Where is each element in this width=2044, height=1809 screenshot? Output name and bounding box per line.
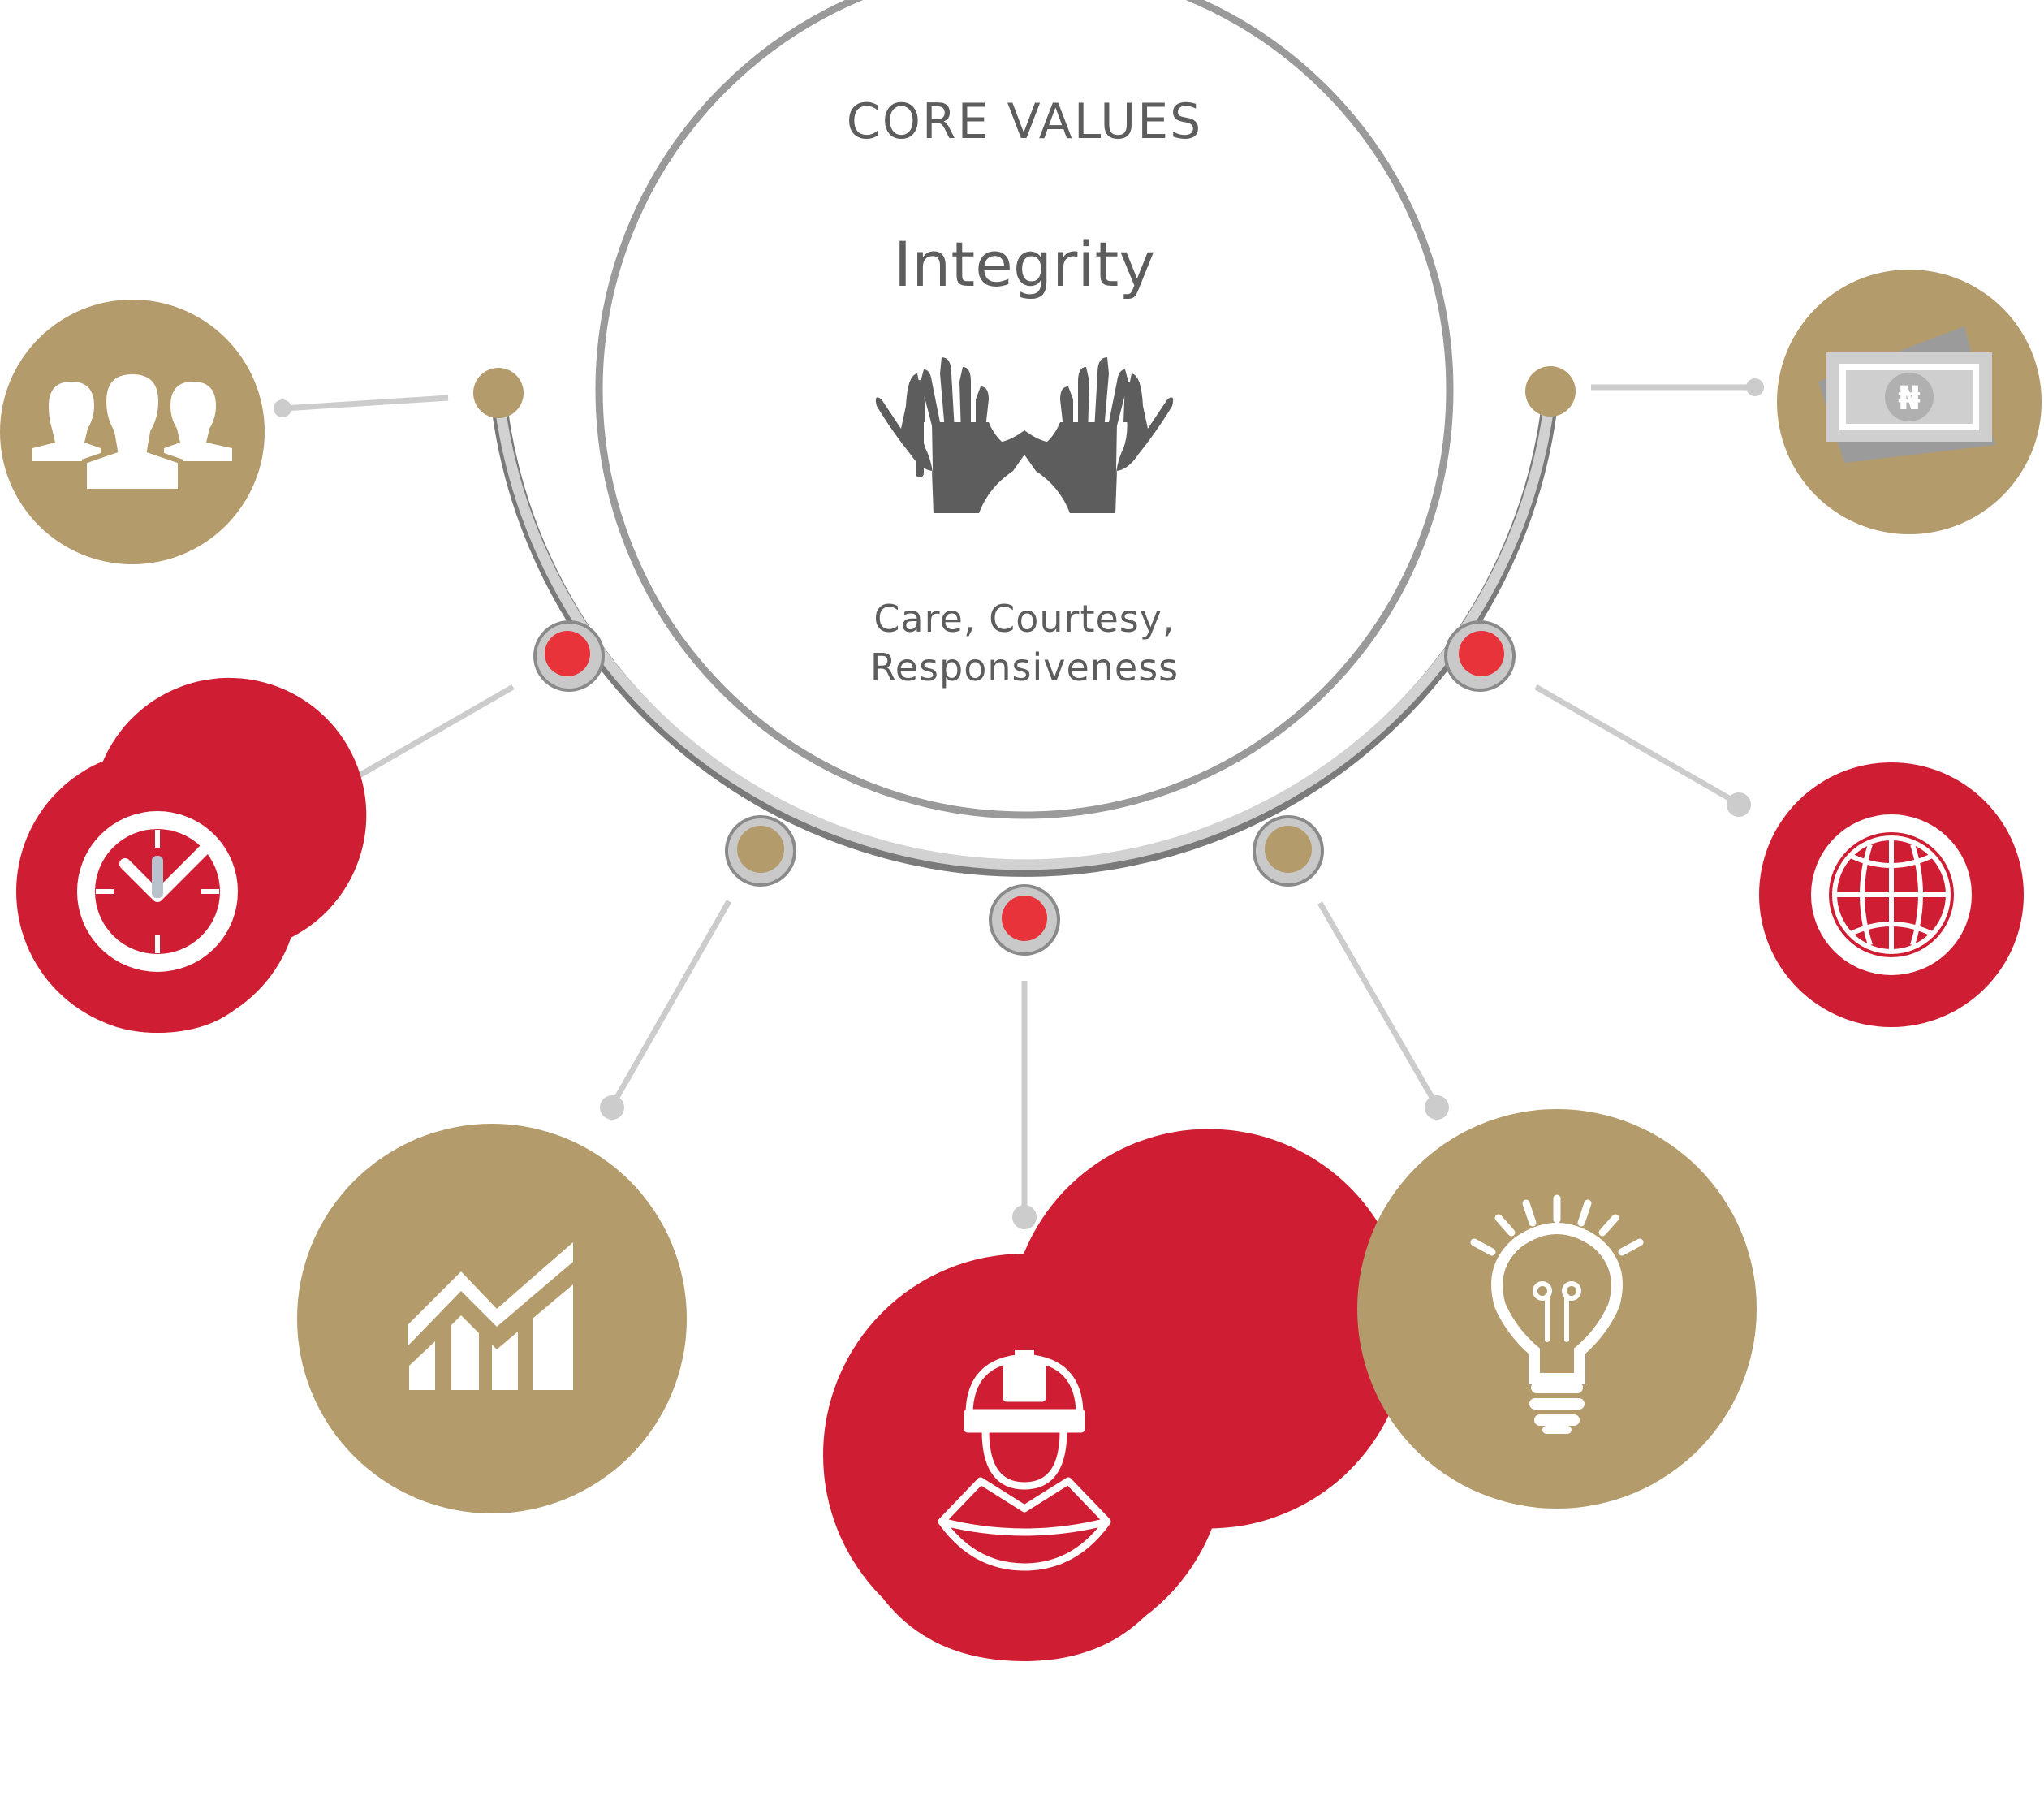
naira-banknote-icon: ₦ bbox=[1818, 326, 1995, 463]
clock-node[interactable] bbox=[16, 677, 367, 1033]
diagram-title: CORE VALUES bbox=[847, 93, 1202, 150]
growth-chart-icon bbox=[408, 1242, 573, 1390]
worker-helmet-icon bbox=[938, 1350, 1111, 1571]
arc-node-gold-top-right[interactable] bbox=[1525, 366, 1576, 417]
globe-node[interactable] bbox=[1759, 762, 2024, 1027]
value-name: Integrity bbox=[894, 228, 1156, 300]
arc-node-red-left[interactable] bbox=[533, 620, 605, 692]
worker-node[interactable] bbox=[823, 1129, 1409, 1661]
currency-symbol: ₦ bbox=[1898, 380, 1921, 417]
value-description-line2: Responsiveness bbox=[870, 645, 1179, 689]
team-icon bbox=[32, 369, 232, 494]
arc-node-gold-top-left[interactable] bbox=[473, 368, 524, 418]
clock-icon bbox=[77, 811, 238, 972]
arc-node-red-right[interactable] bbox=[1444, 620, 1516, 692]
arc-node-gold-lower-right[interactable] bbox=[1253, 815, 1324, 887]
team-node[interactable] bbox=[0, 300, 265, 564]
raised-hands-icon bbox=[875, 357, 1174, 513]
globe-icon bbox=[1811, 814, 1972, 975]
center-circle bbox=[595, 0, 1454, 819]
growth-chart-node[interactable] bbox=[297, 1124, 687, 1513]
arc-node-red-bottom[interactable] bbox=[989, 884, 1060, 956]
lightbulb-node[interactable] bbox=[1357, 1109, 1757, 1509]
arc-node-gold-lower-left[interactable] bbox=[725, 815, 796, 887]
banknote-node[interactable]: ₦ bbox=[1777, 270, 2042, 534]
value-description-line1: Care, Courtesy, bbox=[873, 597, 1175, 641]
lightbulb-icon bbox=[1470, 1194, 1644, 1434]
